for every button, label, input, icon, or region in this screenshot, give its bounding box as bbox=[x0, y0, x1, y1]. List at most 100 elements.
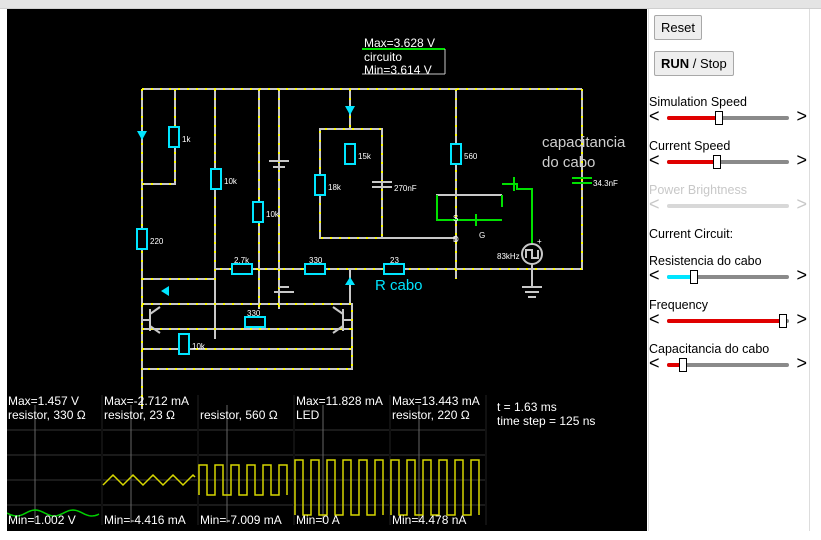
pin-d-label: D bbox=[453, 235, 459, 244]
chevron-right-icon[interactable]: > bbox=[796, 150, 807, 170]
resistor-560 bbox=[450, 143, 462, 165]
scope-name: LED bbox=[296, 408, 320, 422]
chevron-right-icon[interactable]: > bbox=[796, 309, 807, 329]
resistor-330-b bbox=[244, 316, 266, 328]
freq-label: 83kHz bbox=[497, 252, 520, 261]
resistor-15k bbox=[344, 143, 356, 165]
r330a-label: 330 bbox=[309, 256, 323, 265]
r1k-label: 1k bbox=[182, 135, 191, 144]
diode-3 bbox=[345, 277, 355, 285]
sidebar: Reset RUN / Stop Simulation Speed < > Cu… bbox=[648, 9, 810, 531]
capacitance-label-line1: capacitancia bbox=[542, 134, 626, 151]
circuit-wires bbox=[141, 88, 583, 409]
current-speed-slider[interactable]: < > bbox=[649, 150, 807, 170]
chevron-left-icon[interactable]: < bbox=[649, 265, 660, 285]
scope-name: resistor, 560 Ω bbox=[200, 408, 278, 422]
scope-4[interactable] bbox=[390, 395, 487, 525]
resistencia-label: Resistencia do cabo bbox=[649, 254, 762, 268]
r330b-label: 330 bbox=[247, 309, 261, 318]
resistor-2.7k bbox=[231, 263, 253, 275]
diode-1 bbox=[137, 131, 147, 140]
reset-button[interactable]: Reset bbox=[654, 15, 702, 40]
r560-label: 560 bbox=[464, 152, 478, 161]
pin-g-label: G bbox=[479, 231, 486, 240]
r10k-b-label: 10k bbox=[266, 210, 279, 219]
cap-value-label: 34.3nF bbox=[593, 179, 618, 188]
run-label: RUN bbox=[661, 56, 690, 71]
resistor-10k-a bbox=[210, 168, 222, 190]
voltmeter-box[interactable] bbox=[362, 48, 446, 75]
capacitors[interactable] bbox=[269, 160, 592, 188]
capacitancia-label: Capacitancia do cabo bbox=[649, 342, 770, 356]
resistor-23 bbox=[383, 263, 405, 275]
scope-max: Max=-2.712 mA bbox=[104, 394, 190, 408]
chevron-right-icon: > bbox=[796, 194, 807, 214]
scope-name: resistor, 220 Ω bbox=[392, 408, 470, 422]
top-bar bbox=[0, 0, 821, 9]
power-brightness-label: Power Brightness bbox=[649, 183, 747, 197]
current-speed-label: Current Speed bbox=[649, 139, 731, 153]
pin-s-label: S bbox=[453, 214, 459, 223]
chevron-left-icon[interactable]: < bbox=[649, 150, 660, 170]
scope-waveform bbox=[294, 459, 384, 516]
scope-0[interactable] bbox=[7, 395, 103, 525]
voltmeter-max: Max=3.628 V bbox=[364, 36, 436, 50]
ac-source[interactable] bbox=[274, 243, 543, 298]
r220-label: 220 bbox=[150, 237, 164, 246]
scope-1[interactable] bbox=[102, 395, 199, 525]
scope-min: Min=1.002 V bbox=[8, 513, 76, 527]
plus-label: + bbox=[537, 237, 542, 246]
scope-min: Min=-7.009 mA bbox=[200, 513, 282, 527]
scope-2[interactable] bbox=[198, 395, 295, 525]
resistor-18k bbox=[314, 174, 326, 196]
chevron-left-icon[interactable]: < bbox=[649, 106, 660, 126]
chevron-right-icon[interactable]: > bbox=[796, 353, 807, 373]
frequency-slider[interactable]: < > bbox=[649, 309, 807, 329]
c270-label: 270nF bbox=[394, 184, 417, 193]
stop-label: / Stop bbox=[689, 56, 727, 71]
voltmeter-min: Min=3.614 V bbox=[364, 63, 432, 77]
scope-3[interactable] bbox=[294, 395, 391, 525]
resistor-10k-c bbox=[178, 333, 190, 355]
capacitance-label-line2: do cabo bbox=[542, 154, 596, 171]
scope-min: Min=-4.416 mA bbox=[104, 513, 186, 527]
current-circuit-label: Current Circuit: bbox=[649, 227, 734, 241]
r23-label: 23 bbox=[390, 256, 399, 265]
circuit-schematic[interactable] bbox=[7, 9, 647, 531]
capacitor-270nF bbox=[372, 181, 392, 188]
frequency-label: Frequency bbox=[649, 298, 709, 312]
scope-max: Max=1.457 V bbox=[8, 394, 80, 408]
sim-speed-label: Simulation Speed bbox=[649, 95, 747, 109]
chevron-right-icon[interactable]: > bbox=[796, 265, 807, 285]
scope-waveform bbox=[7, 509, 100, 517]
led-diode bbox=[161, 286, 169, 296]
scope-max: Max=11.828 mA bbox=[296, 394, 383, 408]
scope-panel[interactable] bbox=[7, 395, 647, 525]
r27k-label: 2.7k bbox=[234, 256, 250, 265]
transistors[interactable] bbox=[142, 177, 515, 334]
run-stop-button[interactable]: RUN / Stop bbox=[654, 51, 734, 76]
chevron-left-icon[interactable]: < bbox=[649, 309, 660, 329]
r10k-c-label: 10k bbox=[192, 342, 205, 351]
scope-waveform bbox=[198, 464, 288, 496]
scope-waveform bbox=[102, 473, 196, 487]
sim-speed-slider[interactable]: < > bbox=[649, 106, 807, 126]
resistors[interactable] bbox=[136, 126, 462, 355]
voltmeter-circuit-name: circuito bbox=[364, 50, 403, 64]
scope-min: Min=4.478 nA bbox=[392, 513, 467, 527]
circuit-canvas[interactable]: Max=3.628 V circuito Min=3.614 V capacit… bbox=[7, 9, 647, 531]
r10k-a-label: 10k bbox=[224, 177, 237, 186]
r15k-label: 15k bbox=[358, 152, 371, 161]
diode-2 bbox=[345, 106, 355, 115]
chevron-left-icon: < bbox=[649, 194, 660, 214]
capacitor-cable bbox=[572, 177, 592, 184]
scope-max: Max=13.443 mA bbox=[392, 394, 480, 408]
chevron-left-icon[interactable]: < bbox=[649, 353, 660, 373]
scope-min: Min=0 A bbox=[296, 513, 340, 527]
diodes[interactable] bbox=[137, 106, 355, 296]
chevron-right-icon[interactable]: > bbox=[796, 106, 807, 126]
scope-waveform bbox=[390, 459, 480, 516]
sim-timestep: time step = 125 ns bbox=[497, 414, 596, 428]
resistencia-slider[interactable]: < > bbox=[649, 265, 807, 285]
capacitancia-slider[interactable]: < > bbox=[649, 353, 807, 373]
